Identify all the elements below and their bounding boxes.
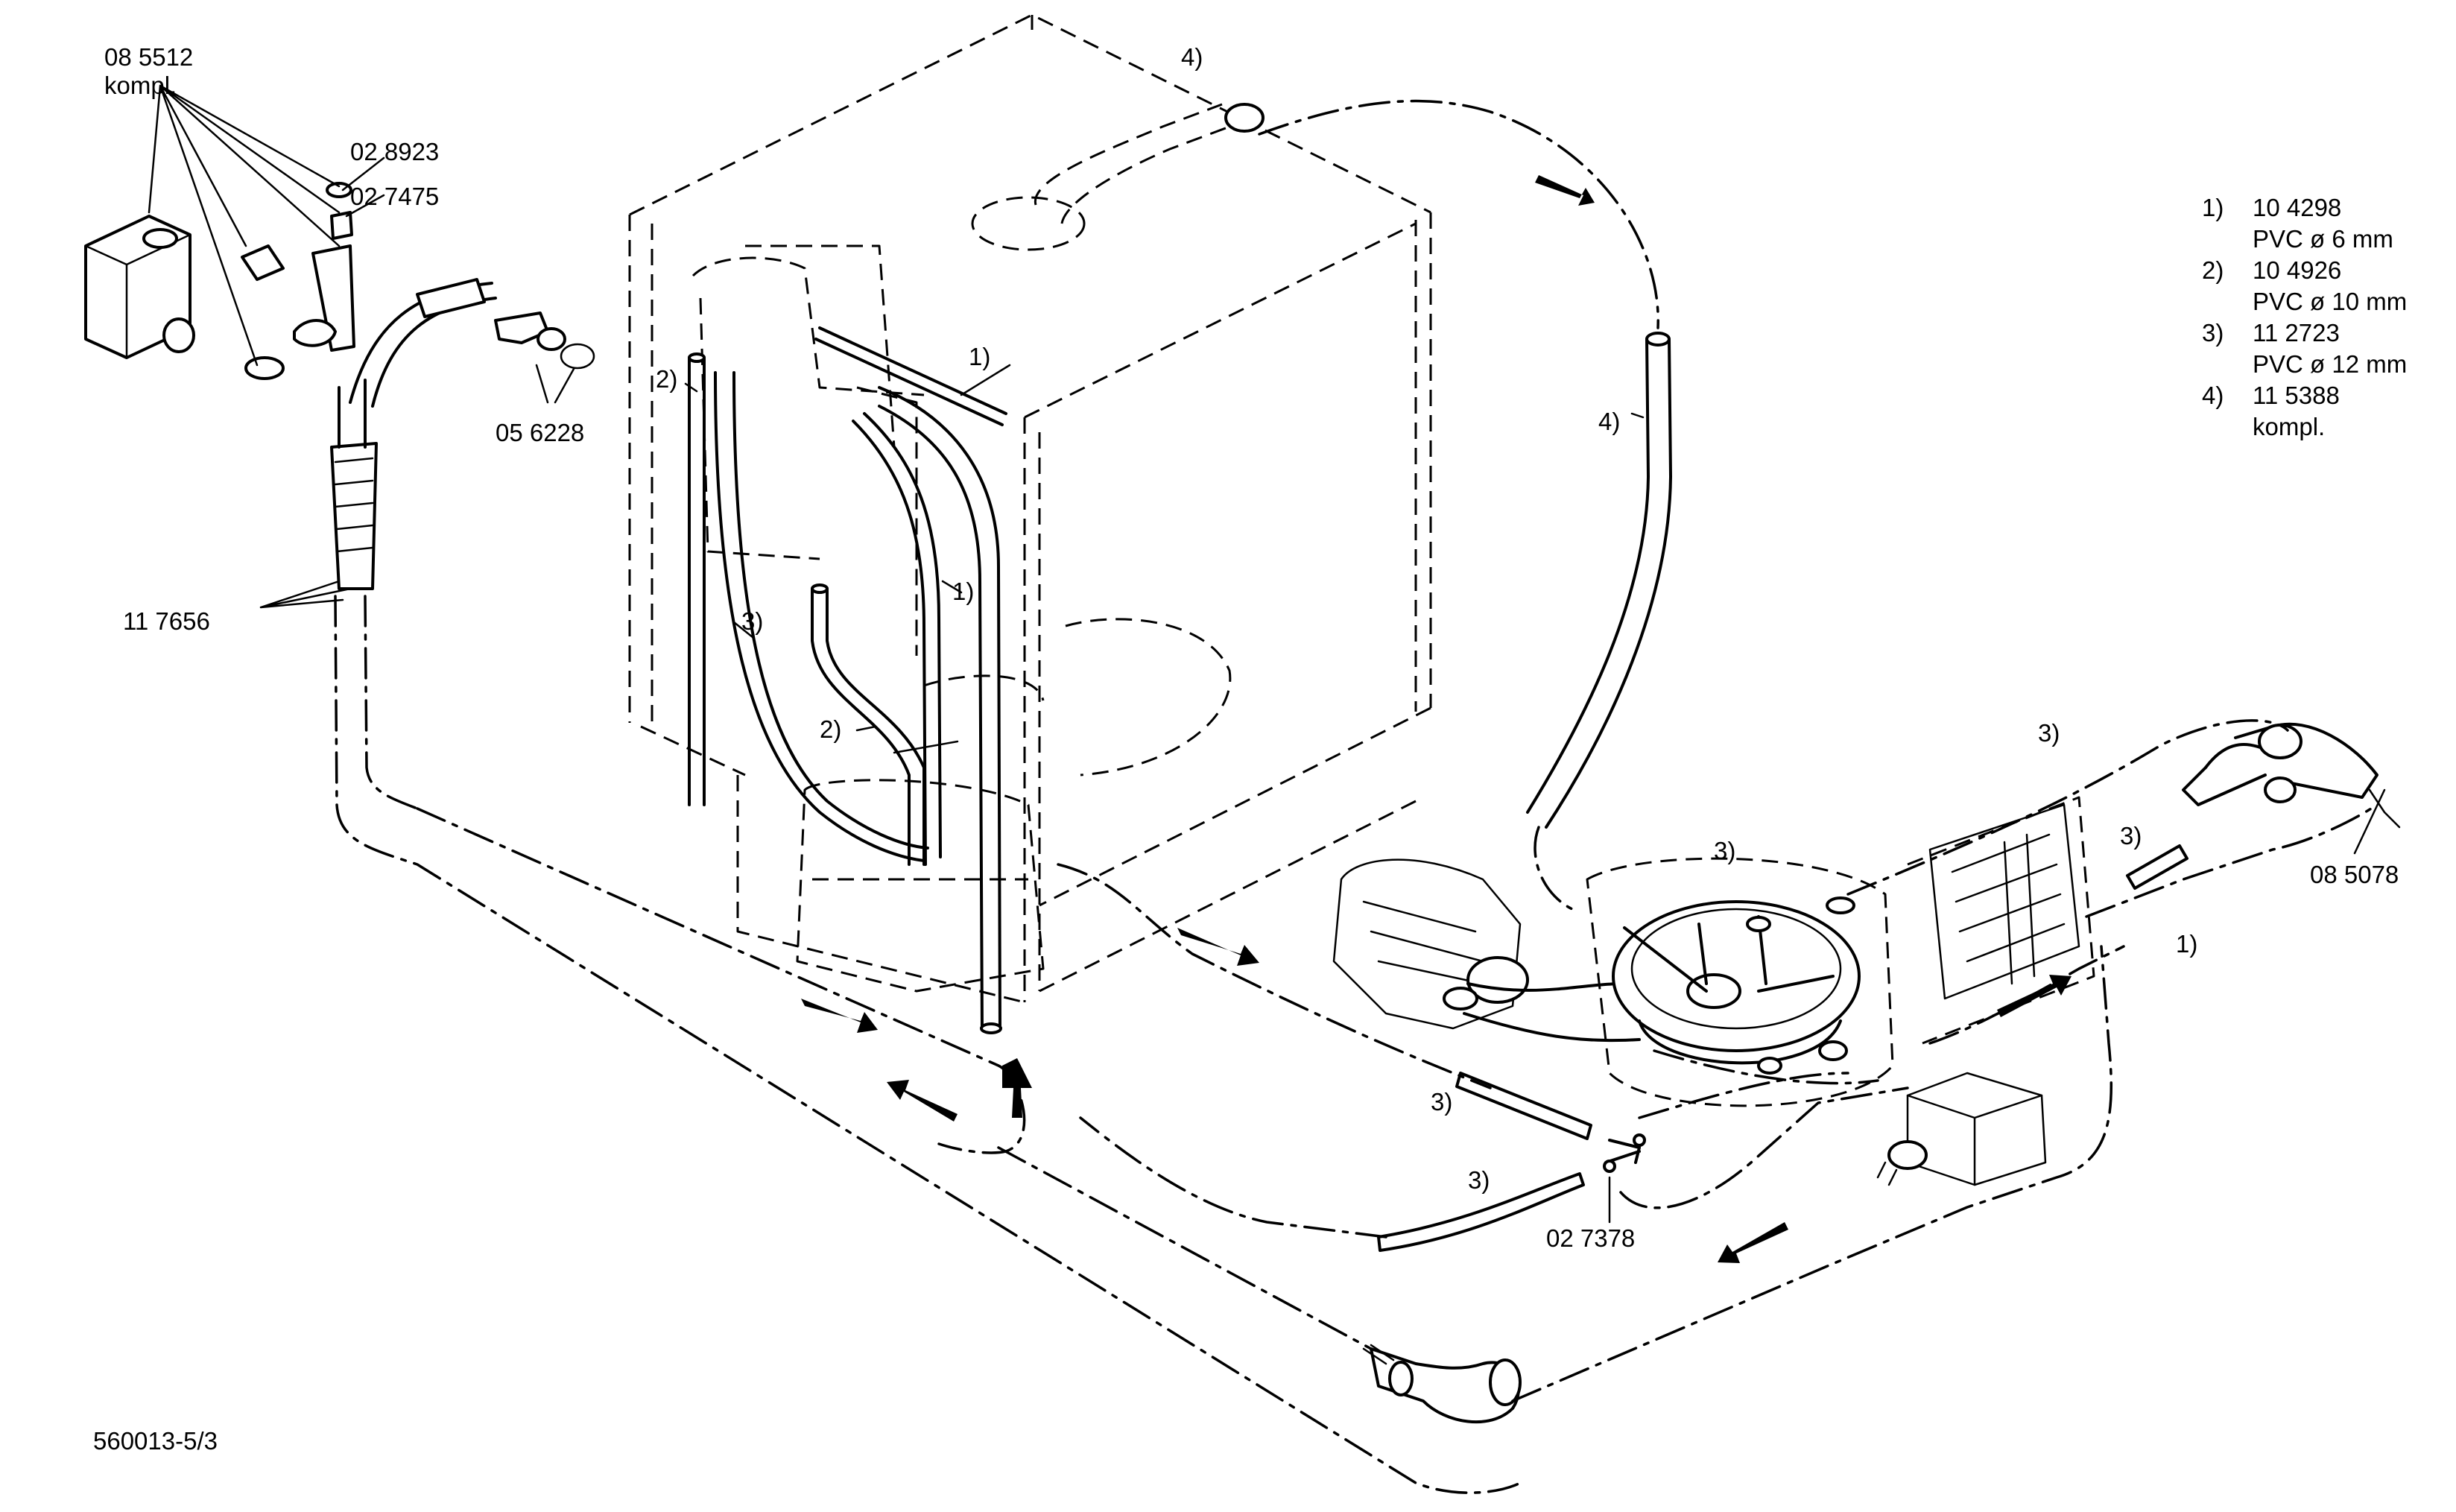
legend-desc-row: PVC ø 12 mm (2202, 349, 2407, 380)
marker-1-mid: 1) (952, 578, 975, 605)
marker-1-upper: 1) (969, 343, 991, 370)
legend-num: 1) (2202, 194, 2224, 221)
control-module (1907, 796, 2095, 1045)
marker-3-lower: 3) (1431, 1088, 1453, 1116)
legend-row-3: 3) 11 2723 (2202, 317, 2407, 349)
arrow-mid-down (1177, 928, 1259, 966)
marker-3-bottom: 3) (1468, 1166, 1490, 1194)
circulation-pump (1332, 858, 1641, 1043)
legend-code: 10 4926 (2253, 256, 2342, 284)
bracket-part-label: 08 5078 (2310, 861, 2399, 888)
arrow-back-left (887, 1080, 958, 1122)
legend-code: 11 5388 (2253, 382, 2340, 409)
marker-3-left: 3) (741, 607, 764, 635)
top-part-number: 08 5512 (104, 43, 194, 71)
hose-4-vertical (1258, 99, 1672, 911)
marker-2-lower: 2) (820, 715, 842, 743)
hose-3-pieces (1377, 844, 2188, 1252)
inlet-hose-assembly (330, 278, 1522, 1494)
dispenser-parts (84, 84, 355, 380)
drain-elbow (1362, 1344, 1522, 1424)
inlet-valve-block (1876, 1072, 2047, 1186)
legend-code: 11 2723 (2253, 319, 2340, 347)
marker-3-right-top: 3) (2038, 719, 2060, 747)
legend-desc: PVC ø 6 mm (2253, 225, 2393, 253)
flow-lines (997, 719, 2379, 1402)
legend-code: 10 4298 (2253, 194, 2342, 221)
pipe-connector-label: 02 7378 (1546, 1224, 1636, 1252)
legend-row-2: 2) 10 4926 (2202, 255, 2407, 286)
legend-num: 2) (2202, 256, 2224, 284)
sump-hub (1586, 857, 1894, 1107)
marker-4-top: 4) (1181, 43, 1203, 71)
legend-num: 3) (2202, 319, 2224, 347)
marker-3-bracket: 3) (2120, 822, 2142, 850)
legend-desc-row: PVC ø 6 mm (2202, 224, 2407, 255)
legend-desc: kompl. (2253, 413, 2326, 440)
hose-part-label: 11 7656 (123, 607, 210, 635)
cabinet-outline (628, 13, 1432, 1004)
drawing-number: 560013-5/3 (93, 1427, 218, 1455)
arrow-top-left (1535, 175, 1595, 206)
top-elbow (971, 103, 1265, 251)
legend-num: 4) (2202, 382, 2224, 409)
outlet-bracket (2182, 722, 2401, 829)
pipe-connector (1603, 1133, 1646, 1173)
top-part-note: kompl. (104, 72, 177, 99)
legend-desc: PVC ø 10 mm (2253, 288, 2408, 315)
leader-lines (259, 156, 2386, 1224)
arrow-up (1002, 1058, 1032, 1118)
valve-part-label: 02 7475 (350, 183, 440, 210)
legend-row-4: 4) 11 5388 (2202, 380, 2407, 411)
internal-hoses (688, 326, 1007, 1034)
legend-desc-row: PVC ø 10 mm (2202, 286, 2407, 317)
arrow-down-left (1718, 1222, 1788, 1263)
marker-3-sump: 3) (1714, 837, 1736, 864)
marker-2-left: 2) (656, 365, 678, 393)
legend-desc: PVC ø 12 mm (2253, 350, 2408, 378)
flow-arrows (801, 175, 2072, 1263)
fitting-part-label: 05 6228 (496, 419, 585, 446)
hose-legend: 1) 10 4298 PVC ø 6 mm 2) 10 4926 PVC ø 1… (2202, 192, 2407, 443)
ring-part-label: 02 8923 (350, 138, 440, 165)
arrow-left-diag (801, 999, 878, 1033)
marker-4-right: 4) (1598, 408, 1621, 435)
arrow-right-mid (1997, 975, 2072, 1017)
legend-row-1: 1) 10 4298 (2202, 192, 2407, 224)
marker-1-right: 1) (2176, 930, 2198, 958)
legend-desc-row: kompl. (2202, 411, 2407, 443)
